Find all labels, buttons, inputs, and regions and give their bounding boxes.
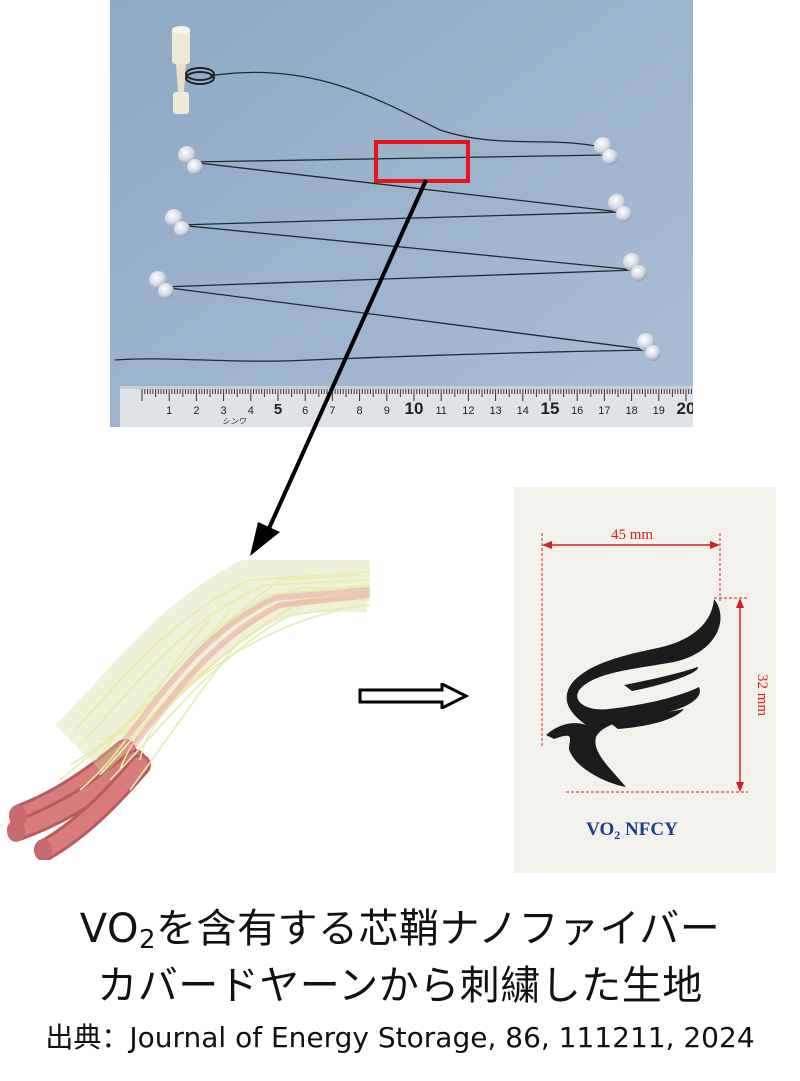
inner-core-hint (122, 587, 370, 752)
ruler-number: 19 (653, 405, 665, 417)
ruler-number: 3 (221, 405, 227, 417)
caption-line-1-prefix: VO (79, 906, 139, 952)
pins (149, 137, 661, 361)
caption-line-1: VO2を含有する芯鞘ナノファイバー (0, 903, 800, 966)
embroidered-fabric-photo: 45 mm 32 mm VO2 NFCY (514, 487, 776, 873)
source-citation: 出典：Journal of Energy Storage, 86, 111211… (45, 1021, 755, 1054)
ruler-number: 12 (462, 405, 474, 417)
ruler-number: 1 (166, 405, 172, 417)
width-dimension: 45 mm (541, 527, 721, 747)
ruler-number: 8 (357, 405, 363, 417)
height-dimension: 32 mm (566, 597, 770, 793)
ruler-number: 4 (248, 405, 254, 417)
ruler-number: 14 (517, 405, 529, 417)
fabric-background (514, 487, 776, 873)
ruler-number: 2 (193, 405, 199, 417)
ruler-number: 11 (435, 405, 446, 417)
sheath-nanofibers (55, 560, 370, 791)
ruler-number: 18 (625, 405, 637, 417)
height-label: 32 mm (754, 674, 770, 716)
ruler-number: 7 (329, 405, 335, 417)
ruler-number: 6 (302, 405, 308, 417)
ruler-brand-text: シンワ (222, 417, 247, 426)
core-sheath-yarn-model (7, 560, 370, 860)
caption-line-1-suffix: を含有する芯鞘ナノファイバー (156, 906, 721, 952)
core-fibers (7, 739, 151, 860)
ruler-number: 17 (598, 405, 610, 417)
ruler-number: 15 (541, 399, 560, 418)
ruler-number: 13 (489, 405, 501, 417)
yarn-spool (172, 26, 215, 114)
width-label: 45 mm (611, 527, 653, 543)
ruler-number: 20 (677, 399, 693, 418)
ruler-number: 9 (384, 405, 390, 417)
ruler-number: 5 (274, 401, 282, 418)
ruler-number: 16 (571, 405, 583, 417)
fabric-label: VO2 NFCY (586, 819, 678, 842)
table-surface (110, 0, 693, 427)
hollow-right-arrow (358, 683, 470, 709)
ruler-number: 10 (405, 399, 424, 418)
caption-line-2: カバードヤーンから刺繍した生地 (97, 963, 703, 1009)
embroidery-pattern (546, 599, 721, 787)
caption-line-1-subscript: 2 (138, 925, 156, 955)
